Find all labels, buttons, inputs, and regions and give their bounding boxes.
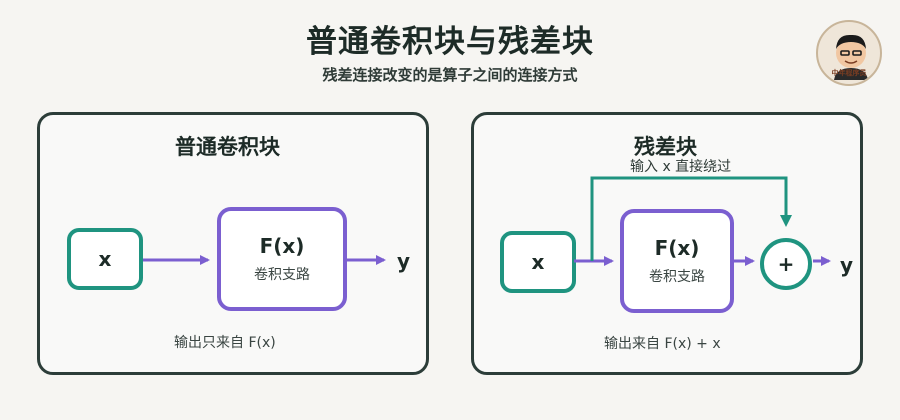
addition-node: + — [760, 238, 812, 290]
plain-func-box: F(x) 卷积支路 — [217, 207, 347, 311]
residual-input-label: x — [531, 250, 545, 274]
residual-func-sublabel: 卷积支路 — [649, 269, 705, 285]
page-subtitle: 残差连接改变的是算子之间的连接方式 — [322, 66, 578, 84]
plain-input-label: x — [98, 247, 112, 271]
plain-caption: 输出只来自 F(x) — [174, 335, 276, 351]
plain-block-title: 普通卷积块 — [175, 135, 280, 159]
plus-icon: + — [777, 252, 795, 276]
avatar-caption: 中年程序员 — [831, 69, 867, 77]
residual-block-panel: 残差块 输入 x 直接绕过 x F(x) 卷积支路 + y 输出来自 F(x) … — [471, 112, 863, 375]
residual-func-box: F(x) 卷积支路 — [620, 209, 734, 313]
plain-input-x-box: x — [67, 228, 143, 290]
plain-func-label: F(x) — [259, 234, 305, 258]
residual-caption: 输出来自 F(x) + x — [604, 336, 721, 352]
bypass-label: 输入 x 直接绕过 — [630, 159, 732, 175]
residual-block-title: 残差块 — [634, 135, 697, 159]
plain-output-y: y — [397, 249, 411, 273]
avatar-portrait-icon — [834, 34, 868, 80]
page-title: 普通卷积块与残差块 — [306, 24, 594, 60]
residual-func-label: F(x) — [654, 236, 700, 260]
residual-output-y: y — [840, 253, 854, 277]
author-avatar: 中年程序员 — [816, 20, 882, 86]
skip-connection-arrow — [590, 176, 792, 261]
plain-func-sublabel: 卷积支路 — [254, 267, 310, 283]
plain-block-panel: 普通卷积块 x F(x) 卷积支路 y 输出只来自 F(x) — [37, 112, 429, 375]
